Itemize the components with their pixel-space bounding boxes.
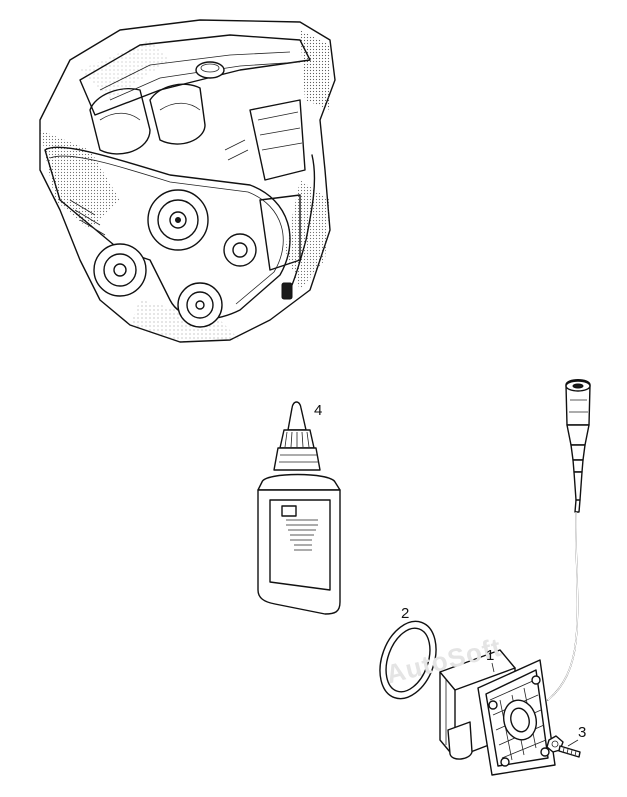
sensor (439, 379, 591, 776)
engine-illustration (39, 19, 336, 343)
bolt (546, 735, 581, 758)
callout-label-2: 2 (401, 605, 409, 622)
sealant-bottle (257, 401, 341, 615)
leader-line-1 (491, 662, 495, 673)
callout-label-4: 4 (314, 402, 322, 419)
callout-label-3: 3 (578, 724, 586, 741)
seal-ring (379, 620, 437, 700)
callout-label-1: 1 (486, 647, 494, 664)
leader-line-3 (567, 739, 579, 747)
